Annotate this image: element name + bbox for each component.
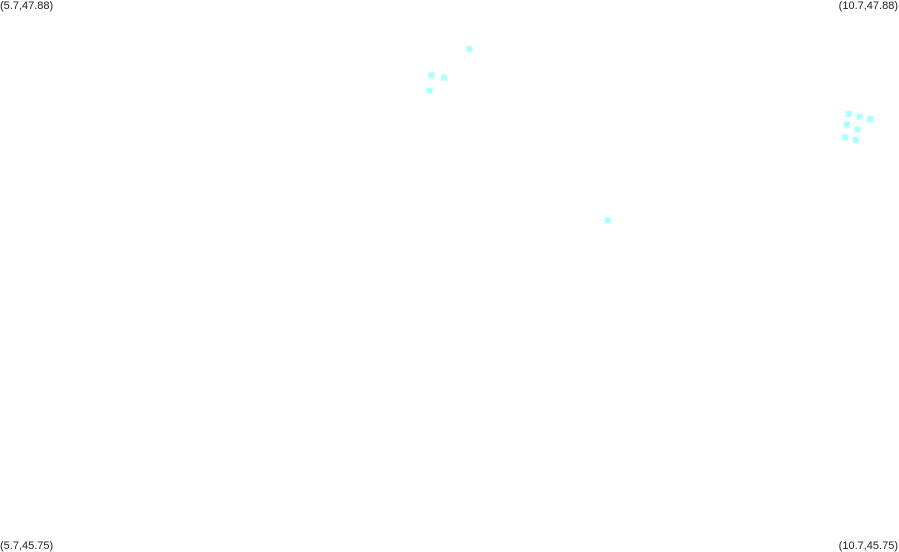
map-marker-12[interactable] [852,136,859,143]
corner-label-bottom-right: (10.7,45.75) [838,540,898,552]
map-marker-4[interactable] [426,87,433,94]
map-marker-8[interactable] [867,116,874,123]
corner-label-top-left: (5.7,47.88) [0,0,54,12]
map-marker-11[interactable] [842,134,849,141]
map-marker-3[interactable] [441,74,448,81]
map-marker-5[interactable] [604,217,611,224]
map-marker-7[interactable] [856,113,863,120]
corner-label-bottom-left: (5.7,45.75) [0,540,54,552]
map-marker-10[interactable] [854,126,861,133]
map-marker-1[interactable] [466,46,473,53]
map-marker-2[interactable] [428,72,435,79]
map-marker-9[interactable] [843,121,850,128]
corner-label-top-right: (10.7,47.88) [838,0,898,12]
map-marker-6[interactable] [845,111,852,117]
